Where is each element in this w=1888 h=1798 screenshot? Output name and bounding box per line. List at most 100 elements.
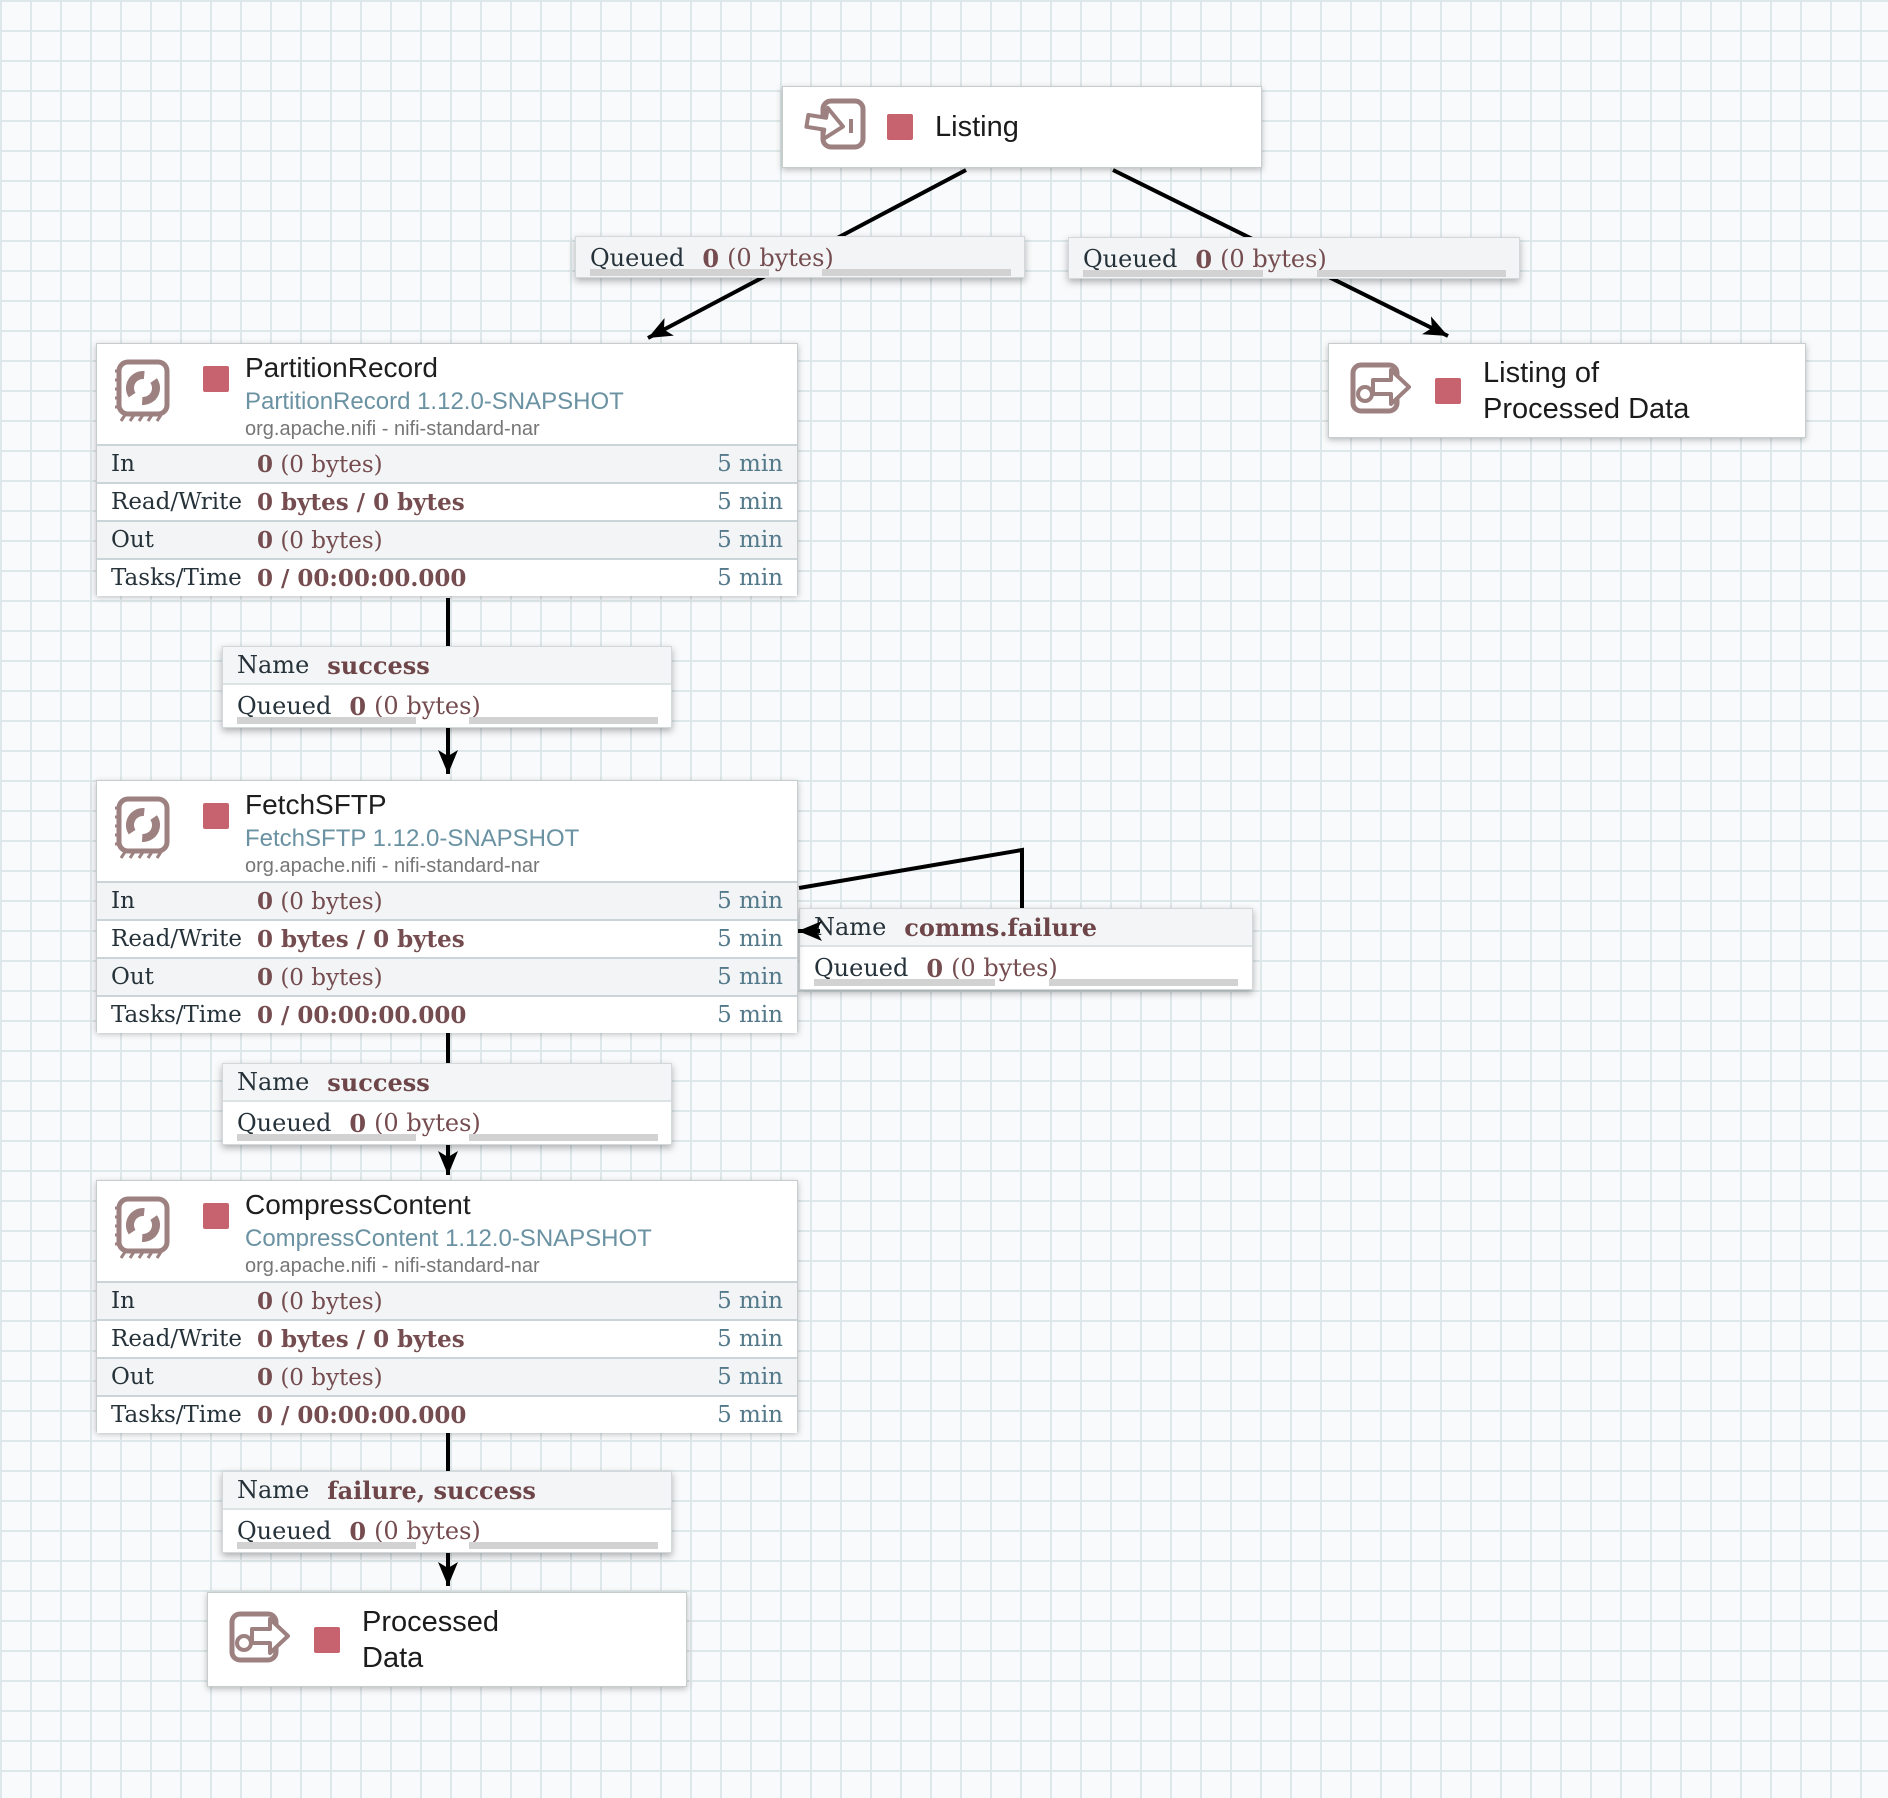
stat-value-rest: (0 bytes) [273,527,383,554]
stat-row-tasks: Tasks/Time 0 / 00:00:00.000 5 min [97,1395,797,1433]
stat-value-bold: 0 [257,1363,274,1391]
stopped-state-icon [1435,377,1461,404]
stat-value-bold: 0 / 00:00:00.000 [257,1401,467,1429]
stat-label: Tasks/Time [111,565,242,591]
name-row: Name failure, success [223,1472,671,1510]
name-label: Name [237,1068,310,1096]
stat-value-bold: 0 [257,1287,274,1315]
stat-row-tasks: Tasks/Time 0 / 00:00:00.000 5 min [97,558,797,596]
relationship-name: failure, success [327,1475,536,1505]
stat-label: Read/Write [111,1326,242,1352]
stat-label: Out [111,1364,154,1390]
stat-value-bold: 0 / 00:00:00.000 [257,564,467,592]
queued-count: 0 [349,1108,367,1138]
backpressure-object-bar [237,717,417,724]
stat-period: 5 min [717,527,783,553]
stat-value: 0 (0 bytes) [257,527,717,554]
stat-value: 0 (0 bytes) [257,888,717,915]
processor-stats: In 0 (0 bytes) 5 min Read/Write 0 bytes … [97,881,797,1033]
queued-row: Queued 0 (0 bytes) [576,237,1024,279]
stat-period: 5 min [717,888,783,914]
connection-label-failure-success[interactable]: Name failure, success Queued 0 (0 bytes) [222,1471,672,1553]
stat-value-bold: 0 [257,963,274,991]
queued-row: Queued 0 (0 bytes) [223,1102,671,1144]
name-row: Name success [223,647,671,685]
stat-label: In [111,451,135,477]
processor-icon [115,796,170,859]
processor-compresscontent[interactable]: CompressContent CompressContent 1.12.0-S… [96,1180,798,1433]
processor-partitionrecord[interactable]: PartitionRecord PartitionRecord 1.12.0-S… [96,343,798,596]
stopped-state-icon [203,803,229,829]
relationship-name: success [327,1067,430,1097]
queued-row: Queued 0 (0 bytes) [800,947,1252,989]
name-row: Name comms.failure [800,909,1252,947]
processor-header: CompressContent CompressContent 1.12.0-S… [97,1181,797,1281]
queued-count: 0 [926,953,944,983]
stat-value-bold: 0 [257,887,274,915]
stat-value-bold: 0 [257,450,274,478]
stat-label: In [111,1288,135,1314]
stat-value: 0 bytes / 0 bytes [257,489,717,516]
processor-bundle: org.apache.nifi - nifi-standard-nar [245,855,540,877]
backpressure-size-bar [1316,270,1506,277]
connection-label-listing-to-partitionrecord[interactable]: Queued 0 (0 bytes) [575,236,1025,278]
stat-value: 0 (0 bytes) [257,1364,717,1391]
stat-label: Read/Write [111,926,242,952]
port-name-line1: Listing [935,111,1019,143]
stat-value-rest: (0 bytes) [273,1364,383,1391]
stat-value: 0 / 00:00:00.000 [257,565,717,592]
stat-value-bold: 0 [257,526,274,554]
queued-count: 0 [1195,244,1213,274]
processor-name: CompressContent [245,1189,471,1220]
stat-row-in: In 0 (0 bytes) 5 min [97,444,797,482]
backpressure-size-bar [1048,979,1239,986]
backpressure-object-bar [237,1134,417,1141]
queued-size: (0 bytes) [727,244,834,272]
stat-period: 5 min [717,926,783,952]
stat-period: 5 min [717,1402,783,1428]
stat-value: 0 / 00:00:00.000 [257,1402,717,1429]
connection-label-success-1[interactable]: Name success Queued 0 (0 bytes) [222,646,672,728]
port-name-line2: Data [362,1641,424,1674]
output-port-processed-data[interactable]: Processed Data [207,1592,687,1687]
stat-period: 5 min [717,451,783,477]
output-port-listing-of-processed-data[interactable]: Listing of Processed Data [1328,343,1806,438]
backpressure-size-bar [822,269,1011,276]
queued-row: Queued 0 (0 bytes) [223,1510,671,1552]
processor-header: FetchSFTP FetchSFTP 1.12.0-SNAPSHOT org.… [97,781,797,881]
name-row: Name success [223,1064,671,1102]
stopped-state-icon [887,114,913,140]
input-port-icon [804,98,866,150]
stat-period: 5 min [717,964,783,990]
processor-stats: In 0 (0 bytes) 5 min Read/Write 0 bytes … [97,444,797,596]
processor-fetchsftp[interactable]: FetchSFTP FetchSFTP 1.12.0-SNAPSHOT org.… [96,780,798,1033]
stopped-state-icon [203,366,229,392]
connection-label-listing-to-output-port[interactable]: Queued 0 (0 bytes) [1068,237,1520,279]
connection-label-comms-failure[interactable]: Name comms.failure Queued 0 (0 bytes) [799,908,1253,990]
queued-label: Queued [1083,245,1178,273]
input-port-listing[interactable]: Listing [782,86,1262,168]
stat-value-bold: 0 bytes / 0 bytes [257,1325,465,1353]
stat-period: 5 min [717,1364,783,1390]
processor-bundle: org.apache.nifi - nifi-standard-nar [245,1255,540,1277]
stat-row-in: In 0 (0 bytes) 5 min [97,1281,797,1319]
output-port-icon [229,1611,290,1662]
port-name-line1: Listing of [1483,356,1600,389]
stat-label: In [111,888,135,914]
connection-label-success-2[interactable]: Name success Queued 0 (0 bytes) [222,1063,672,1145]
backpressure-object-bar [590,269,770,276]
stat-value-rest: (0 bytes) [273,1288,383,1315]
stat-row-tasks: Tasks/Time 0 / 00:00:00.000 5 min [97,995,797,1033]
connection-path-fetchsftp-selfloop[interactable] [798,847,1024,910]
stat-value-rest: (0 bytes) [273,451,383,478]
queued-count: 0 [349,1516,367,1546]
processor-stats: In 0 (0 bytes) 5 min Read/Write 0 bytes … [97,1281,797,1433]
stat-value-bold: 0 bytes / 0 bytes [257,488,465,516]
stat-value: 0 (0 bytes) [257,1288,717,1315]
stat-row-out: Out 0 (0 bytes) 5 min [97,1357,797,1395]
stat-label: Out [111,527,154,553]
processor-type: CompressContent 1.12.0-SNAPSHOT [245,1225,652,1252]
stat-value-bold: 0 / 00:00:00.000 [257,1001,467,1029]
queued-size: (0 bytes) [374,692,481,720]
